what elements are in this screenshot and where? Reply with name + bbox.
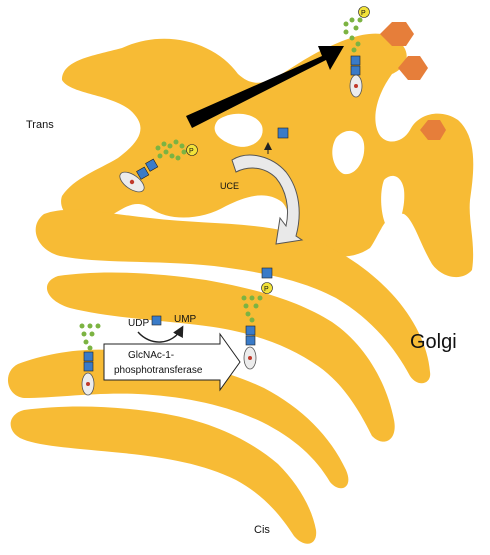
glycoprotein-exported: P xyxy=(343,6,370,98)
enzyme-arrow xyxy=(103,332,241,392)
receptor-core xyxy=(129,179,135,185)
trans-cisterna xyxy=(61,33,474,278)
mannose-branches-left xyxy=(79,323,101,351)
phosphate-label: P xyxy=(189,148,194,155)
golgi-label: Golgi xyxy=(410,331,457,353)
glycoprotein-substrate xyxy=(79,323,101,396)
trans-pocket-3 xyxy=(381,175,405,231)
phosphate-circle-right xyxy=(261,282,273,294)
glcnac-right-2 xyxy=(245,335,256,346)
trans-label: Trans xyxy=(26,119,54,131)
receptor-core-right xyxy=(248,356,252,360)
glcnac-cap xyxy=(261,267,273,279)
hexagon-3 xyxy=(420,120,446,140)
glcnac-left-1 xyxy=(83,351,94,362)
phosphate-label-right: P xyxy=(264,286,269,293)
glcnac-1 xyxy=(136,166,150,180)
mannose-branches-right xyxy=(241,295,263,323)
golgi-stack xyxy=(7,33,474,544)
trans-pocket-1 xyxy=(214,113,263,147)
medial-cisterna-2 xyxy=(46,272,395,442)
glcnac-left-2 xyxy=(83,361,94,372)
glycoprotein-uncovered: P xyxy=(119,139,198,193)
transport-arrow xyxy=(186,46,344,128)
uce-arrow xyxy=(231,154,304,245)
mannose-branches-top xyxy=(343,17,363,53)
enzyme-label-line1: GlcNAc-1- xyxy=(128,350,174,361)
uce-label: UCE xyxy=(220,181,239,191)
medial-cisterna-1 xyxy=(35,209,431,384)
glycoprotein-phosphorylated: P xyxy=(241,267,273,370)
hexagon-2 xyxy=(398,56,428,80)
released-glcnac xyxy=(277,127,289,139)
udp-label: UDP xyxy=(128,318,149,329)
phosphate-circle xyxy=(186,144,198,156)
phosphate-circle-top xyxy=(358,6,370,18)
mannose-branches xyxy=(155,139,187,161)
enzyme-label-line2: phosphotransferase xyxy=(114,365,203,376)
phosphate-label-top: P xyxy=(361,10,366,17)
glcnac-2 xyxy=(145,158,159,172)
trans-pocket-2 xyxy=(332,130,365,175)
hexagon-1 xyxy=(380,22,414,46)
udp-glcnac xyxy=(151,315,162,326)
ump-label: UMP xyxy=(174,314,197,325)
receptor-core-left xyxy=(86,382,90,386)
receptor-core-top xyxy=(354,84,358,88)
glcnac-top-1 xyxy=(350,55,361,66)
glcnac-top-2 xyxy=(350,65,361,76)
cis-label: Cis xyxy=(254,524,270,536)
cis-cisterna xyxy=(10,406,317,544)
glcnac-right-1 xyxy=(245,325,256,336)
reaction-arrow xyxy=(137,325,184,343)
